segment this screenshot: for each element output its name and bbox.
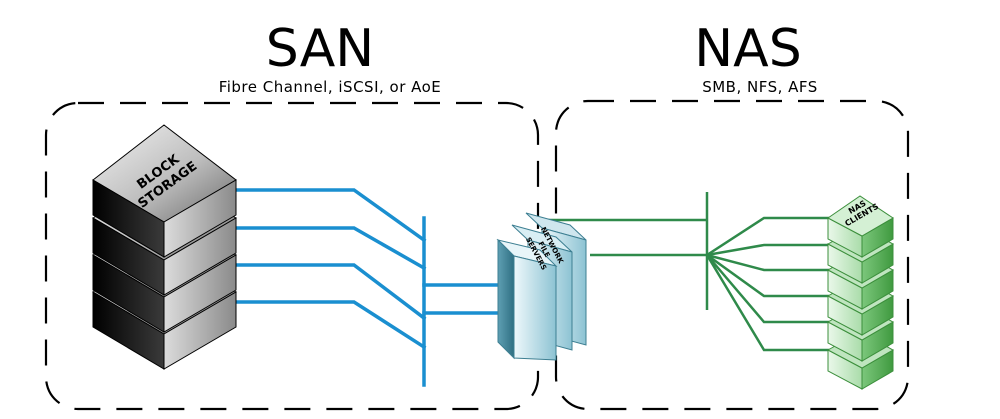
storage-unit [92, 124, 237, 258]
network-file-servers: NETWORK FILE SERVERS [496, 212, 587, 361]
san-title: SAN [266, 19, 374, 79]
nas-link [706, 253, 838, 298]
nas-link [706, 254, 838, 324]
san-link [234, 300, 427, 350]
client-unit [827, 195, 894, 258]
san-links [234, 188, 530, 387]
block-storage: BLOCK STORAGE [92, 124, 237, 370]
san-subtitle: Fibre Channel, iSCSI, or AoE [219, 78, 442, 96]
nas-links [545, 192, 838, 352]
nas-title: NAS [694, 19, 801, 79]
nas-subtitle: SMB, NFS, AFS [702, 78, 818, 96]
nas-link [706, 216, 838, 257]
san-link [234, 188, 427, 243]
san-link [234, 263, 427, 321]
nas-link [706, 253, 838, 272]
nas-link [706, 243, 838, 257]
san-link [234, 226, 427, 271]
nas-clients: NAS CLIENTS [826, 195, 895, 390]
nas-link [705, 254, 838, 352]
